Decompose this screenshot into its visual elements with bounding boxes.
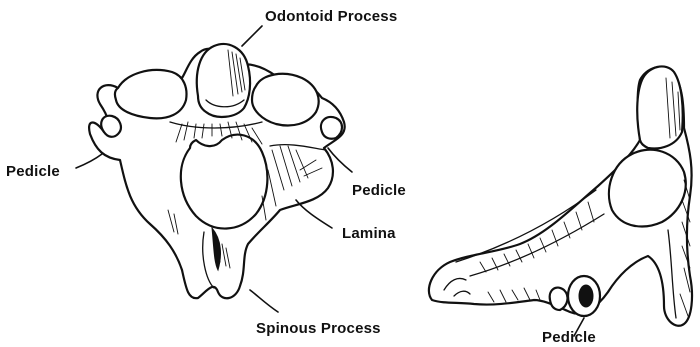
vertebral-foramen [181,135,268,229]
label-pedicle-left: Pedicle [6,164,60,179]
left-pedicle-knob [101,116,121,137]
leader-pedicle-left [76,154,102,168]
leader-spinous [250,290,278,312]
label-odontoid-process: Odontoid Process [265,9,397,24]
right-pedicle-knob [321,117,342,139]
label-pedicle-lateral: Pedicle [542,330,596,345]
label-pedicle-right: Pedicle [352,183,406,198]
axis-vertebra-front-view [89,44,345,298]
label-lamina: Lamina [342,226,396,241]
right-facet [252,74,319,126]
label-spinous-process: Spinous Process [256,321,381,336]
left-facet [115,70,187,118]
odontoid-process [197,44,250,117]
axis-vertebra-side-view [429,66,692,325]
lateral-foramen-inner [579,285,593,307]
leader-odontoid [242,26,262,46]
lateral-pedicle-stub [550,288,568,310]
